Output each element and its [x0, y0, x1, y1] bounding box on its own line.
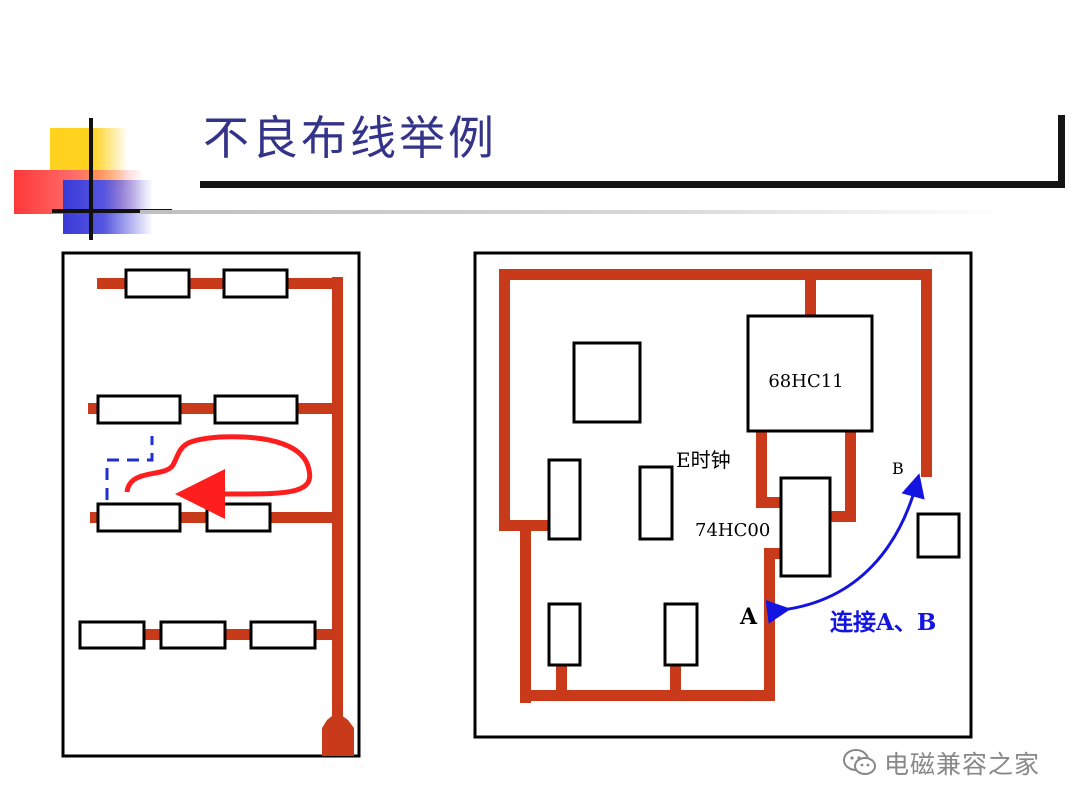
- component-vertical: [638, 465, 674, 541]
- component-vertical: [663, 602, 699, 667]
- title-fade-rule: [140, 210, 1010, 214]
- slide-title: 不良布线举例: [203, 111, 497, 165]
- connect-note: 连接A、B: [830, 609, 936, 636]
- resistor: [96, 394, 182, 425]
- point-a-label: A: [739, 604, 758, 630]
- resistor: [78, 620, 146, 650]
- chip-74-label: 74HC00: [695, 520, 770, 541]
- wechat-icon: [843, 749, 876, 775]
- component-vertical: [547, 602, 582, 667]
- watermark: 电磁兼容之家: [842, 745, 1040, 781]
- connect-arrow: [765, 473, 925, 624]
- chip-74hc00: [779, 476, 832, 578]
- watermark-text: 电磁兼容之家: [884, 750, 1041, 779]
- current-loop-arrow: [124, 434, 313, 519]
- ic-square: [572, 341, 642, 424]
- resistor: [249, 620, 317, 650]
- resistor: [124, 268, 191, 299]
- left-components: [78, 268, 317, 650]
- chip-68-label: 68HC11: [768, 371, 843, 392]
- title-underline: [200, 181, 1065, 188]
- point-b-label: B: [892, 459, 904, 478]
- right-components: [547, 314, 961, 667]
- resistor: [222, 268, 289, 299]
- component-vertical: [547, 458, 582, 541]
- clock-label: E时钟: [676, 448, 731, 472]
- decor-vertical-line: [89, 118, 93, 240]
- resistor: [213, 394, 299, 425]
- title-rule-end: [1058, 115, 1065, 188]
- decor-blue-square: [63, 180, 153, 234]
- decor-horizontal-line: [52, 209, 172, 213]
- resistor: [159, 620, 227, 650]
- component-small-square: [916, 512, 961, 559]
- dashed-return-path: [105, 436, 154, 500]
- chip-68hc11: [746, 314, 874, 433]
